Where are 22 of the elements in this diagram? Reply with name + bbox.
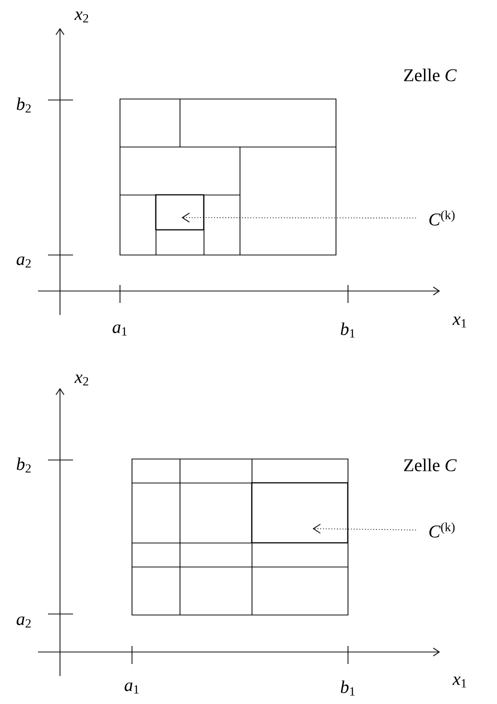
sub-cell: [251, 482, 348, 543]
dotted-arrow: [182, 212, 416, 223]
tick-label: b$_{1}$: [340, 680, 355, 696]
cell-rectangle: [132, 458, 348, 616]
cell-title: Zelle C: [404, 68, 457, 82]
tick-label: a$_{1}$: [112, 324, 127, 336]
tick-label: b$_{1}$: [340, 322, 355, 338]
tick-label: a$_{2}$: [16, 256, 31, 268]
cell-rectangle: [120, 98, 336, 256]
cell-label: C$^{(k)}$: [429, 522, 455, 538]
cell-label: C$^{(k)}$: [429, 210, 455, 226]
tick-label: b$_{2}$: [16, 97, 31, 113]
axis-label: x$_{2}$: [74, 12, 88, 22]
tick-label: a$_{1}$: [124, 682, 139, 694]
sub-cell: [155, 194, 204, 230]
axis-label: x$_{2}$: [74, 374, 88, 386]
tick-label: b$_{2}$: [16, 457, 31, 473]
tick-label: a$_{2}$: [16, 616, 31, 628]
dotted-arrow: [312, 524, 416, 534]
axis-label: x$_{1}$: [452, 676, 466, 688]
cell-title: Zelle C: [404, 458, 457, 472]
axis-label: x$_{1}$: [452, 316, 466, 328]
